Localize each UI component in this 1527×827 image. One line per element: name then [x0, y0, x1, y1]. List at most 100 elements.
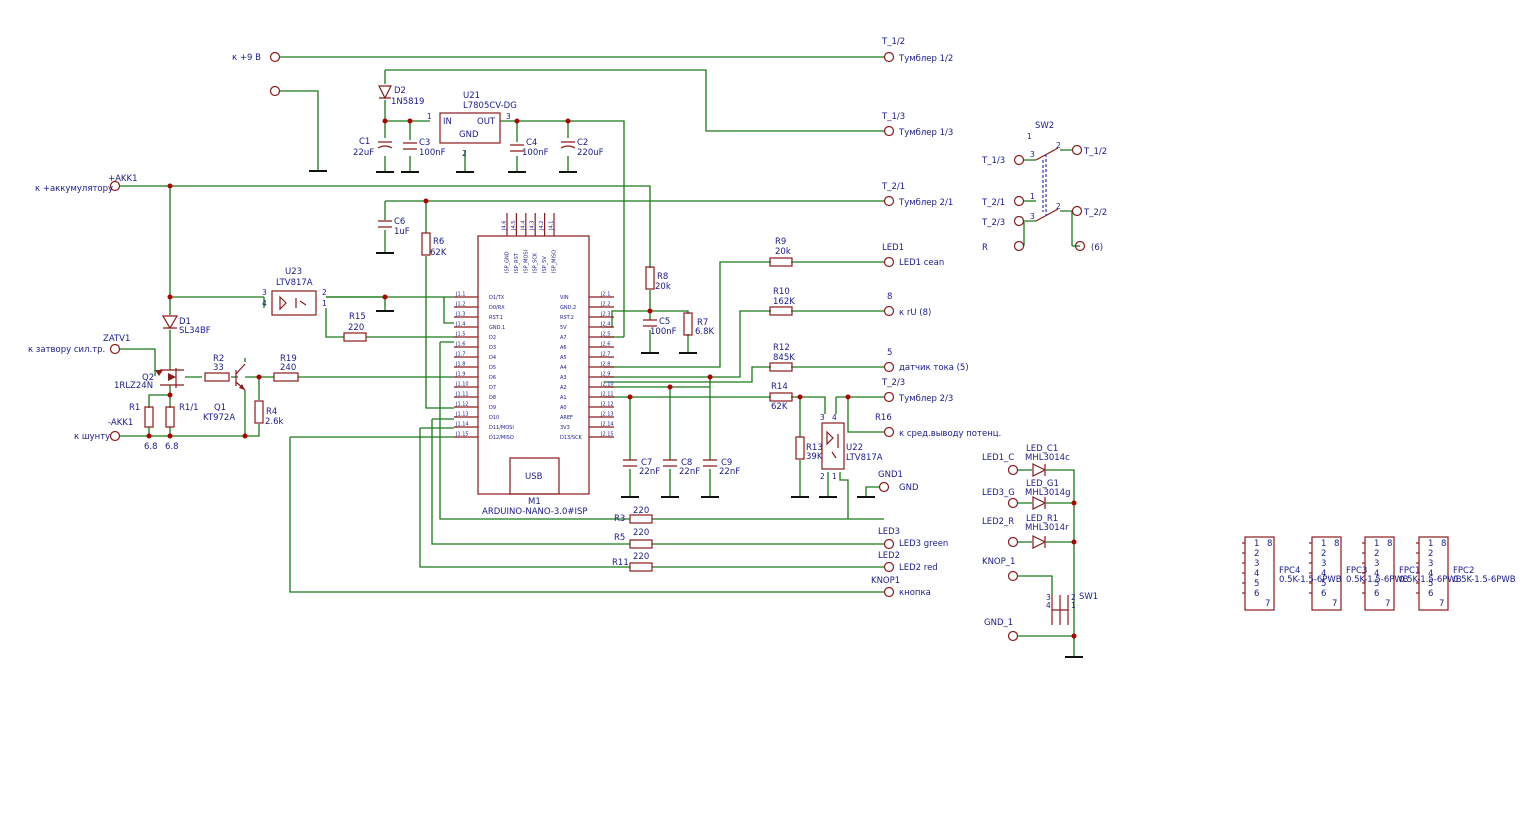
label-akk-minus: -AKK1: [108, 418, 133, 428]
arduino-left-label: D2: [489, 335, 496, 341]
arduino-left-pin: J1.1: [455, 292, 465, 298]
svg-text:C2: C2: [577, 138, 588, 148]
label-led1n: LED1 cean: [899, 258, 944, 268]
terminal-r16[interactable]: [883, 426, 895, 438]
fpc-pin-number: 2: [1374, 549, 1379, 559]
svg-text:2: 2: [462, 149, 467, 158]
fpc-pin-number: 5: [1428, 579, 1433, 589]
fpc-name: FPC4: [1279, 566, 1300, 576]
svg-text:T_1/2: T_1/2: [1083, 147, 1107, 157]
fpc-pin-number: 2: [1254, 549, 1259, 559]
terminal-akk-plus[interactable]: [109, 180, 121, 192]
terminal-t13[interactable]: [883, 125, 895, 137]
terminal-t12[interactable]: [883, 51, 895, 63]
arduino-right-label: A1: [560, 395, 567, 401]
svg-text:T_1/3: T_1/3: [981, 156, 1005, 166]
svg-text:U22: U22: [846, 443, 863, 453]
svg-text:M1: M1: [528, 497, 541, 507]
terminal-plus9v[interactable]: [269, 51, 281, 63]
svg-text:100nF: 100nF: [650, 327, 677, 337]
svg-text:3: 3: [820, 413, 825, 422]
arduino-top-label: ISP_5V: [542, 256, 548, 273]
svg-text:R2: R2: [213, 354, 224, 364]
svg-text:KT972A: KT972A: [203, 413, 235, 423]
fpc-pin-8: 8: [1267, 539, 1272, 549]
fpc-pin-7: 7: [1265, 599, 1270, 609]
label-t13n: Тумблер 1/3: [898, 128, 953, 138]
terminal-t23[interactable]: [883, 391, 895, 403]
svg-text:C8: C8: [681, 458, 692, 468]
svg-text:R4: R4: [266, 407, 277, 417]
fpc-pin-number: 3: [1374, 559, 1379, 569]
svg-text:U23: U23: [285, 267, 302, 277]
fpc-pin-number: 6: [1254, 589, 1259, 599]
label-t23n: Тумблер 2/3: [898, 394, 953, 404]
terminal-led1[interactable]: [883, 256, 895, 268]
fpc-pin-number: 5: [1254, 579, 1259, 589]
terminal-5[interactable]: [883, 361, 895, 373]
terminal-d2-in[interactable]: [269, 85, 281, 97]
arduino-left-pin: J1.13: [455, 412, 469, 418]
arduino-right-label: GND.2: [560, 305, 576, 311]
svg-text:GND_1: GND_1: [984, 618, 1013, 628]
arduino-right-label: A4: [560, 365, 567, 371]
svg-text:LED_R1: LED_R1: [1026, 514, 1058, 524]
svg-text:C1: C1: [359, 137, 370, 147]
svg-text:LED1_C: LED1_C: [982, 453, 1014, 463]
arduino-left-label: D10: [489, 415, 499, 421]
fpc-name: FPC2: [1453, 566, 1474, 576]
label-led2: LED2: [878, 551, 900, 561]
svg-text:22nF: 22nF: [679, 467, 700, 477]
terminal-zatv[interactable]: [109, 343, 121, 355]
arduino-left-pin: J1.14: [455, 422, 469, 428]
svg-text:220: 220: [348, 323, 364, 333]
arduino-right-label: A5: [560, 355, 567, 361]
svg-text:R9: R9: [775, 237, 786, 247]
label-led3: LED3: [878, 527, 900, 537]
svg-text:C3: C3: [419, 138, 430, 148]
label-knopn: кнопка: [899, 588, 931, 598]
terminal-gnd1[interactable]: [878, 481, 890, 493]
label-gnd1n: GND: [899, 483, 919, 493]
label-8n: к rU (8): [899, 308, 931, 318]
svg-text:33: 33: [213, 363, 224, 373]
arduino-right-pin: J2.10: [600, 382, 614, 388]
terminal-led3[interactable]: [883, 538, 895, 550]
fpc-pin-number: 1: [1428, 539, 1433, 549]
terminal-shunt[interactable]: [109, 430, 121, 442]
arduino-left-label: RST.1: [489, 315, 503, 321]
arduino-left-label: D4: [489, 355, 496, 361]
svg-text:MHL3014c: MHL3014c: [1025, 453, 1070, 463]
svg-text:MHL3014g: MHL3014g: [1025, 488, 1071, 498]
terminal-knop[interactable]: [883, 586, 895, 598]
terminals: [109, 51, 1086, 642]
svg-text:T_2/1: T_2/1: [981, 198, 1005, 208]
svg-text:3: 3: [506, 112, 511, 121]
arduino-top-label: ISP_RST: [514, 252, 520, 273]
svg-text:2: 2: [1056, 141, 1061, 150]
svg-text:62K: 62K: [771, 402, 788, 412]
label-r16n: к сред.выводу потенц.: [899, 429, 1001, 439]
terminal-t21[interactable]: [883, 195, 895, 207]
fpc-pin-number: 2: [1321, 549, 1326, 559]
fpc-name: FPC1: [1399, 566, 1420, 576]
arduino-left-label: D7: [489, 385, 496, 391]
arduino-right-label: 3V3: [560, 425, 570, 431]
sw2-labels: 1 3 2 1 3 2 T_1/3 T_1/2 T_2/1 T_2/3 T_2/…: [981, 132, 1107, 253]
terminal-8[interactable]: [883, 305, 895, 317]
ground-symbols: [309, 170, 1083, 658]
terminal-led2[interactable]: [883, 561, 895, 573]
fpc-value: 0.5K-1.5-6PWB: [1346, 575, 1409, 585]
arduino-left-pin: J1.3: [455, 312, 465, 318]
led-labels: LED1_C LED3_G LED2_R LED_C1 MHL3014c LED…: [982, 444, 1076, 628]
svg-text:3: 3: [1046, 593, 1051, 602]
svg-text:3: 3: [262, 288, 267, 297]
svg-text:R19: R19: [280, 354, 297, 364]
svg-text:220: 220: [633, 552, 649, 562]
arduino-top-pin: J4.5: [511, 221, 517, 231]
svg-text:220uF: 220uF: [577, 148, 604, 158]
label-t12: T_1/2: [881, 37, 905, 47]
svg-text:1: 1: [1027, 132, 1032, 141]
svg-text:4: 4: [832, 413, 837, 422]
component-bodies: [144, 85, 1449, 625]
